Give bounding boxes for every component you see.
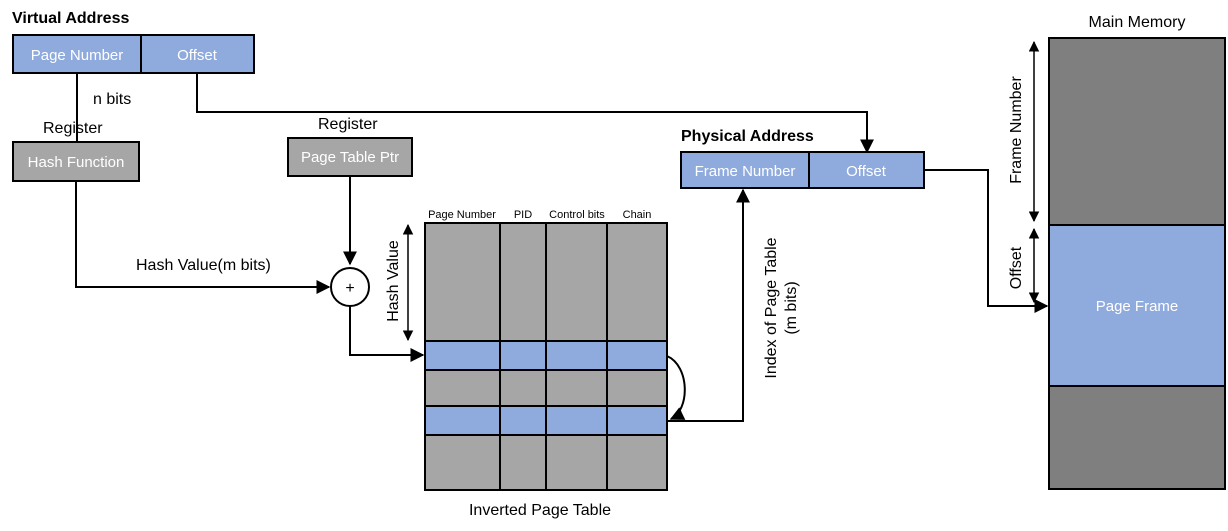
pa-offset-label: Offset	[846, 163, 887, 180]
va-page-number-label: Page Number	[31, 47, 124, 64]
inverted-table-title: Inverted Page Table	[469, 502, 611, 519]
index-label-line1: Index of Page Table	[763, 237, 780, 378]
hash-value-vertical-label: Hash Value	[385, 240, 402, 322]
hash-register-title: Register	[43, 120, 103, 137]
offset-side-label: Offset	[1008, 246, 1025, 289]
frame-number-side-label: Frame Number	[1008, 76, 1025, 184]
memory-page-frame	[1048, 224, 1226, 387]
adder-to-table-arrow	[349, 306, 425, 362]
index-label-line2: (m bits)	[783, 281, 800, 334]
pa-frame-number-label: Frame Number	[695, 163, 796, 180]
table-to-frame-arrow	[667, 188, 750, 422]
page-frame-label: Page Frame	[1096, 298, 1179, 315]
va-page-number-box	[12, 34, 142, 74]
physical-address-title: Physical Address	[681, 128, 814, 145]
va-offset-label: Offset	[177, 47, 218, 64]
n-bits-label: n bits	[93, 91, 131, 108]
table-col-page-number: Page Number	[428, 209, 496, 221]
memory-lower-region	[1048, 385, 1226, 490]
adder-symbol: +	[345, 280, 354, 297]
hash-to-adder-arrow	[75, 181, 331, 294]
pa-to-memory-arrow	[924, 169, 1049, 313]
offset-to-pa-arrow	[196, 73, 874, 154]
memory-upper-region	[1048, 37, 1226, 226]
main-memory-title: Main Memory	[1089, 14, 1186, 31]
pa-offset-box	[808, 151, 925, 189]
virtual-address-title: Virtual Address	[12, 10, 129, 27]
table-col-pid: PID	[514, 209, 532, 221]
table-col-chain: Chain	[623, 209, 652, 221]
hash-function-label: Hash Function	[28, 154, 125, 171]
chain-arrow	[666, 355, 686, 420]
pa-frame-number-box	[680, 151, 810, 189]
table-register-title: Register	[318, 116, 378, 133]
hash-value-label: Hash Value(m bits)	[136, 257, 271, 274]
table-col-control-bits: Control bits	[549, 209, 605, 221]
inverted-page-table	[424, 222, 668, 491]
page-table-ptr-label: Page Table Ptr	[301, 149, 399, 166]
